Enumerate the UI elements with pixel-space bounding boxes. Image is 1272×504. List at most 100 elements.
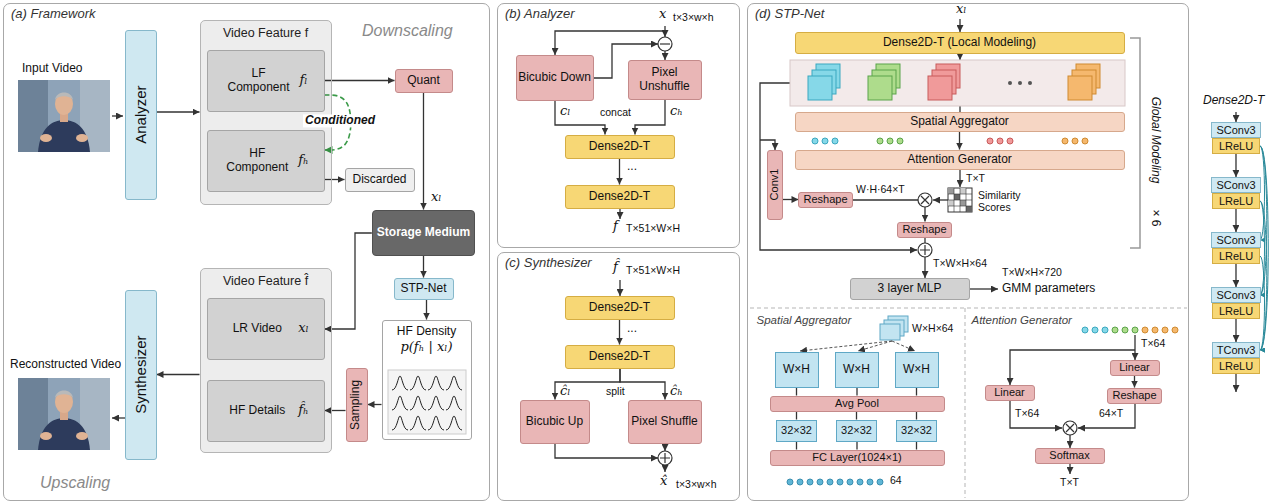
signal-name: ĉₗ — [560, 384, 570, 399]
box-label: 32×32 — [901, 425, 932, 436]
box-label: Reshape — [902, 224, 946, 235]
connector — [157, 111, 200, 112]
add-symbol — [658, 451, 672, 465]
edge-label: Conditioned — [303, 114, 377, 127]
bracket-label: Global Modeling — [1148, 97, 1162, 184]
dense-skips — [1260, 146, 1268, 350]
layer-bar: FC Layer(1024×1) — [770, 450, 945, 466]
ellipsis: ... — [627, 322, 637, 336]
box-label: xₗ — [298, 321, 309, 336]
module-box: STP-Net — [394, 278, 454, 300]
tensor-shape: t×3×w×h — [673, 11, 714, 23]
wires — [112, 19, 1236, 474]
box-label: HF Details — [222, 404, 292, 418]
box-label: Reshape — [803, 194, 847, 205]
group-box: Video Feature f̂LR VideoxₗHF Detailsf̂ₕ — [200, 268, 332, 453]
detail-title: Dense2D-T — [1203, 94, 1264, 108]
storage-box: Storage Medium — [372, 210, 475, 256]
bracket — [1130, 38, 1140, 248]
box-label: Attention Generator — [907, 153, 1012, 167]
connector — [796, 412, 797, 420]
panel-title: Video Feature f̂ — [201, 274, 331, 288]
connector — [856, 388, 857, 396]
panel-title: Video Feature f — [201, 26, 331, 40]
tensor-shape: T×64 — [1141, 337, 1165, 349]
box-label: 32×32 — [841, 425, 872, 436]
multiply-symbol — [1063, 421, 1077, 435]
activation-box: LReLU — [1212, 303, 1260, 319]
feature-stack — [880, 316, 908, 340]
connector — [635, 100, 665, 135]
multiply-symbol — [918, 193, 932, 207]
box-label: Pixel Unshuffle — [629, 66, 701, 94]
box-label: Dense2D-T — [589, 190, 650, 204]
connector — [1134, 376, 1135, 388]
stage-label: Downscaling — [362, 22, 453, 40]
activation-box: LReLU — [1212, 248, 1260, 264]
process-box: Pixel Unshuffle — [628, 60, 702, 100]
panel-title: Spatial Aggregator — [757, 314, 852, 327]
box-label: Synthesizer — [132, 335, 149, 413]
density-box: HF Densityp(fₕ | xₗ) — [382, 320, 472, 440]
box-label: W×H — [843, 363, 870, 377]
connector — [783, 199, 799, 200]
signal-name: ĉₕ — [670, 384, 683, 399]
box-label: Storage Medium — [377, 226, 470, 240]
box-label: Avg Pool — [835, 398, 879, 409]
connector — [959, 132, 960, 150]
layer-box: Softmax — [1035, 448, 1105, 464]
tensor-shape: W×H×64 — [912, 322, 953, 334]
conv-box: SConv3 — [1211, 232, 1260, 248]
process-box: Bicubic Down — [516, 55, 594, 101]
tensor-shape: T×T — [1060, 476, 1079, 488]
module-box: Analyzer — [125, 30, 157, 200]
stage-label: Upscaling — [40, 474, 110, 492]
panel-title: (a) Framework — [11, 7, 96, 22]
box-label: Linear — [994, 387, 1025, 398]
connector — [157, 374, 200, 375]
conv-box: TConv3 — [1212, 342, 1261, 358]
layer-box: Linear — [985, 385, 1035, 401]
conv-box: SConv3 — [1211, 287, 1260, 303]
box-label: HF Component — [222, 147, 292, 175]
repeat-count: × 6 — [1148, 209, 1162, 226]
feature-box: 32×32 — [896, 420, 937, 442]
box-label: 3 layer MLP — [877, 282, 941, 296]
box-label: LReLU — [1219, 196, 1253, 207]
density-grid — [388, 370, 466, 434]
signal-name: x̂ — [660, 474, 667, 489]
image-caption: Input Video — [22, 62, 83, 76]
panel-title: (c) Synthesizer — [505, 256, 592, 271]
box-label: SConv3 — [1216, 290, 1255, 301]
layer-bar: Attention Generator — [795, 150, 1125, 170]
signal-name: f̂ — [613, 260, 618, 275]
box-label: LR Video — [222, 322, 292, 336]
layer-bar: Spatial Aggregator — [795, 112, 1125, 132]
box-label: W×H — [903, 363, 930, 377]
connector — [555, 101, 605, 135]
connector — [796, 442, 797, 450]
layer-box: Dense2D-T — [565, 185, 675, 209]
process-box: Bicubic Up — [520, 400, 590, 444]
tensor-shape: 64×T — [1099, 407, 1123, 419]
process-box: Quant — [395, 69, 453, 93]
feature-box: 32×32 — [836, 420, 877, 442]
box-label: STP-Net — [400, 282, 446, 296]
connector — [426, 300, 427, 320]
connector — [856, 442, 857, 450]
conv-box: SConv3 — [1211, 177, 1260, 193]
layer-bar: Avg Pool — [770, 396, 945, 412]
box-label: Reshape — [1112, 390, 1156, 401]
feature-box: W×H — [895, 352, 939, 388]
connector — [1235, 154, 1236, 177]
box-label: Dense2D-T — [589, 350, 650, 364]
box-label: Bicubic Up — [526, 415, 583, 429]
component-box: HF Componentfₕ — [207, 130, 325, 192]
annotation: Similarity Scores — [978, 189, 1038, 213]
connector — [856, 412, 857, 420]
connector — [1235, 319, 1236, 342]
box-label: Pixel Shuffle — [631, 415, 698, 429]
ellipsis: ... — [627, 160, 637, 174]
process-box: Discarded — [345, 168, 415, 192]
signal-name: xₗ — [431, 190, 442, 205]
